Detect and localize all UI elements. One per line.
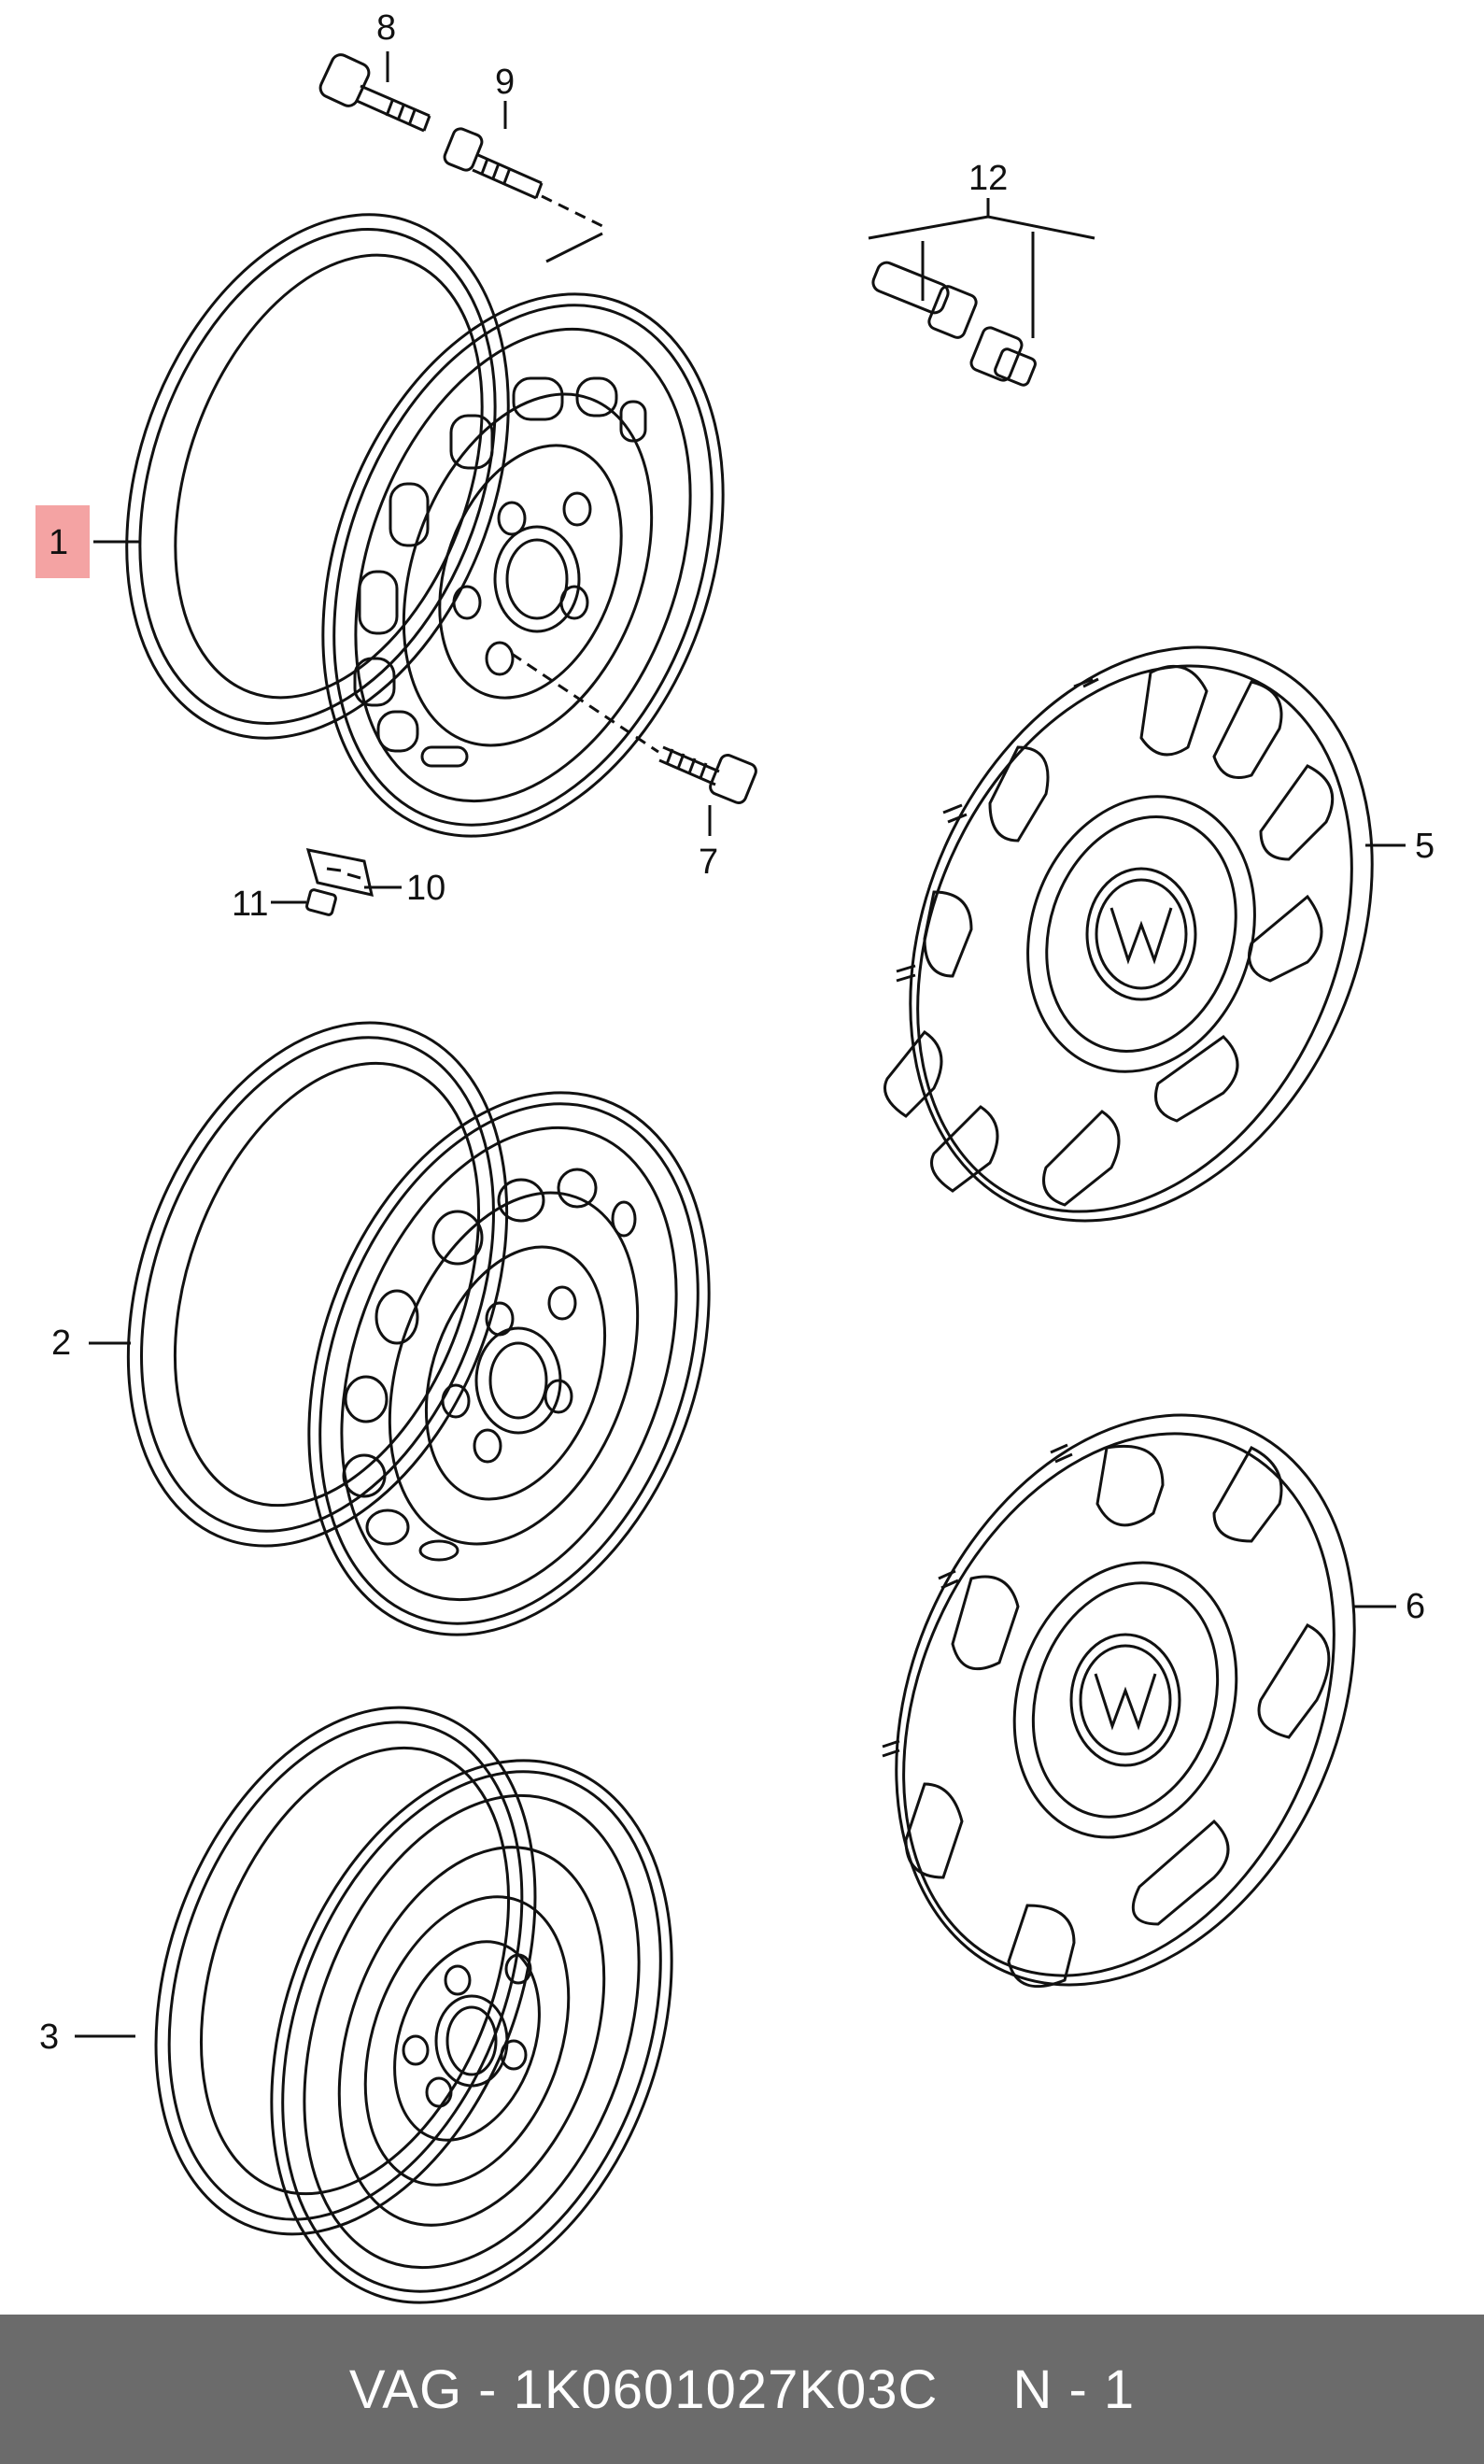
footer-bar: VAG - 1K0601027K03C N - 1 [0,2315,1484,2464]
callout-7[interactable]: 7 [699,843,718,882]
callout-3[interactable]: 3 [39,2018,59,2057]
parts-diagram: 1 2 3 5 6 7 8 9 10 11 12 [35,8,1460,2315]
callout-9[interactable]: 9 [495,63,515,102]
steel-wheel-3[interactable] [87,1654,742,2315]
wheel-bolt-7[interactable] [658,745,758,805]
callout-6[interactable]: 6 [1406,1587,1425,1626]
callout-12[interactable]: 12 [968,159,1008,198]
steel-wheel-1[interactable] [58,162,794,893]
part-number-label: VAG - 1K0601027K03C [348,2358,939,2420]
callout-10[interactable]: 10 [406,869,445,908]
anti-theft-bolt-12[interactable] [870,260,1037,387]
wheel-bolt-8[interactable] [318,51,431,133]
page-label: N - 1 [1012,2358,1136,2420]
callout-2[interactable]: 2 [51,1324,71,1363]
callout-5[interactable]: 5 [1415,827,1435,866]
hubcap-6[interactable] [810,1342,1440,2058]
sensor-clip-11[interactable] [305,888,337,916]
callout-11[interactable]: 11 [232,885,268,924]
tpms-sensor-10[interactable] [305,848,374,897]
steel-wheel-2[interactable] [60,970,780,1691]
valve-stem-9[interactable] [443,126,544,200]
callout-8[interactable]: 8 [376,8,396,48]
callout-1[interactable]: 1 [49,523,68,562]
callout-1-highlight [35,505,90,578]
hubcap-5[interactable] [824,574,1460,1295]
